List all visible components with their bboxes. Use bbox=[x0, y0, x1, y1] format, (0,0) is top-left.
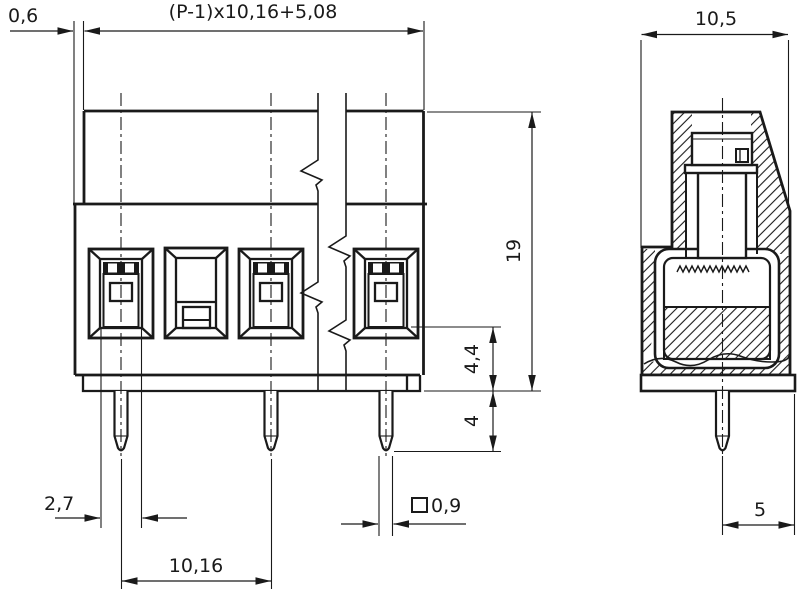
dim-pin-to-edge-label: 5 bbox=[754, 499, 766, 521]
wire-clamp bbox=[653, 247, 781, 370]
dim-pin-length-label: 4 bbox=[461, 415, 483, 427]
dim-cavity-width-label: 2,7 bbox=[44, 493, 74, 515]
wire-serration bbox=[676, 264, 750, 274]
square-symbol bbox=[411, 497, 428, 513]
section-wavy-line bbox=[643, 352, 790, 367]
screw-slot bbox=[373, 281, 399, 303]
front-flange bbox=[81, 375, 422, 393]
dim-height: 19 bbox=[424, 111, 541, 392]
dim-offset: 0,6 bbox=[8, 5, 425, 203]
pin-2 bbox=[263, 391, 279, 452]
pin-1 bbox=[113, 391, 129, 452]
terminal-blank bbox=[163, 246, 229, 340]
front-body-outline bbox=[73, 109, 427, 393]
screw-slot bbox=[258, 281, 284, 303]
dim-pin-square-label: 0,9 bbox=[431, 495, 461, 517]
side-flange bbox=[639, 373, 797, 393]
front-view bbox=[73, 90, 427, 456]
dim-depth-label: 10,5 bbox=[695, 8, 737, 30]
dim-pitch-formula: (P-1)x10,16+5,08 bbox=[84, 1, 423, 35]
screw-slot bbox=[108, 281, 134, 303]
side-view bbox=[639, 98, 797, 458]
dim-clamp-zone: 4,4 bbox=[411, 326, 501, 391]
dim-clamp-zone-label: 4,4 bbox=[461, 344, 483, 374]
dim-pitch-label: 10,16 bbox=[169, 555, 223, 577]
dim-offset-label: 0,6 bbox=[8, 5, 38, 27]
dim-pin-square: 0,9 bbox=[341, 456, 466, 536]
dim-pin-length: 4 bbox=[394, 391, 501, 453]
dim-pitch-formula-label: (P-1)x10,16+5,08 bbox=[169, 1, 338, 23]
screw-head-notch bbox=[735, 148, 749, 163]
break-lines bbox=[299, 90, 352, 391]
clamp-screw bbox=[683, 131, 759, 260]
dim-pin-to-edge: 5 bbox=[721, 394, 796, 535]
dim-pitch: 10,16 bbox=[120, 459, 273, 589]
dim-cavity-width: 2,7 bbox=[44, 329, 187, 528]
dim-height-label: 19 bbox=[503, 239, 525, 263]
dim-depth: 10,5 bbox=[640, 8, 790, 248]
